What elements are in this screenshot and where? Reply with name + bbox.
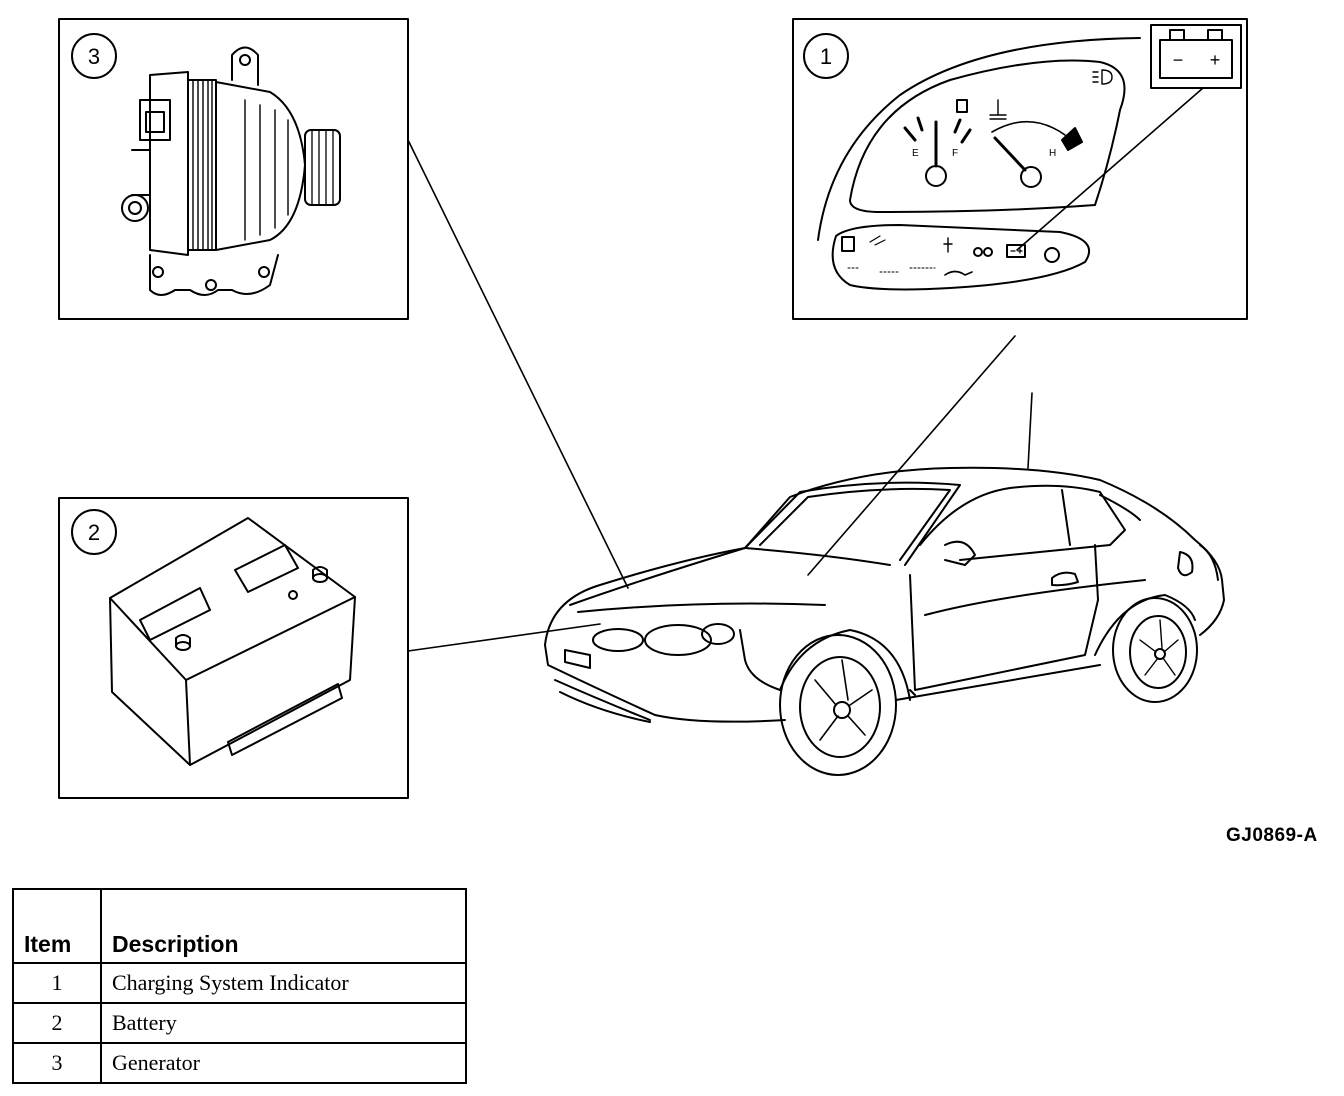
temp-hot-label: H xyxy=(1049,148,1056,159)
legend-header-description: Description xyxy=(100,888,467,964)
callout-number-1: 1 xyxy=(820,44,832,69)
car-drawing xyxy=(544,466,1225,776)
legend-item-number: 2 xyxy=(12,1002,102,1044)
table-row: 3 Generator xyxy=(12,1042,467,1084)
legend-item-description: Generator xyxy=(100,1042,467,1084)
table-row: 1 Charging System Indicator xyxy=(12,962,467,1004)
battery-drawing xyxy=(109,517,356,766)
fuel-full-label: F xyxy=(952,148,958,159)
callout-circle-1 xyxy=(803,33,849,79)
callout-circle-3 xyxy=(71,33,117,79)
legend-item-description: Battery xyxy=(100,1002,467,1044)
generator-drawing xyxy=(121,46,341,296)
indicator-panel xyxy=(792,18,1248,320)
fuel-empty-label: E xyxy=(912,148,919,159)
leader-lines xyxy=(407,139,1033,652)
figure-code: GJ0869-A xyxy=(1226,825,1318,846)
legend-item-number: 3 xyxy=(12,1042,102,1084)
legend-header-row: Item Description xyxy=(12,888,467,964)
callout-number-2: 2 xyxy=(88,520,100,545)
battery-panel xyxy=(58,497,409,799)
legend-table: Item Description 1 Charging System Indic… xyxy=(12,888,467,1084)
legend-header-item: Item xyxy=(12,888,102,964)
legend-item-number: 1 xyxy=(12,962,102,1004)
callout-circle-2 xyxy=(71,509,117,555)
battery-minus-label: − xyxy=(1173,50,1184,70)
table-row: 2 Battery xyxy=(12,1002,467,1044)
generator-panel xyxy=(58,18,409,320)
callout-number-3: 3 xyxy=(88,44,100,69)
legend-item-description: Charging System Indicator xyxy=(100,962,467,1004)
instrument-cluster-drawing xyxy=(817,37,1141,291)
battery-plus-label: + xyxy=(1210,50,1221,70)
